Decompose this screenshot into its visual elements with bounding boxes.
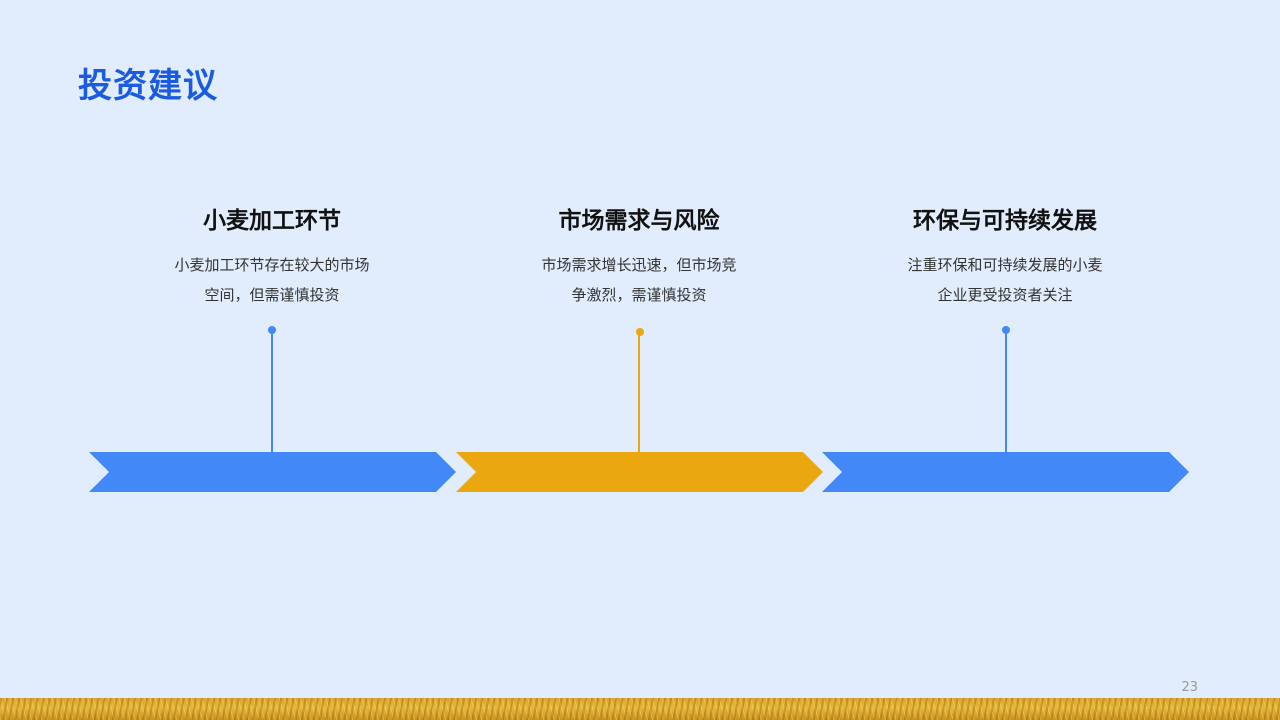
timeline-connector-2 — [638, 333, 640, 453]
timeline-dot-1 — [268, 326, 276, 334]
timeline-dot-2 — [636, 328, 644, 336]
page-title: 投资建议 — [78, 66, 218, 106]
timeline-item-2: 市场需求与风险 市场需求增长迅速，但市场竞争激烈，需谨慎投资 — [509, 204, 769, 310]
timeline-item-2-heading: 市场需求与风险 — [558, 208, 720, 234]
timeline-item-1: 小麦加工环节 小麦加工环节存在较大的市场空间，但需谨慎投资 — [142, 204, 402, 310]
page-number: 23 — [1181, 680, 1198, 695]
wheat-field-strip — [0, 698, 1280, 720]
timeline-item-1-heading: 小麦加工环节 — [203, 208, 341, 234]
timeline-connector-1 — [271, 331, 273, 453]
timeline-arrow-3 — [822, 452, 1189, 492]
timeline-item-3: 环保与可持续发展 注重环保和可持续发展的小麦企业更受投资者关注 — [875, 204, 1135, 310]
timeline-item-3-description: 注重环保和可持续发展的小麦企业更受投资者关注 — [907, 256, 1103, 304]
timeline-item-2-description: 市场需求增长迅速，但市场竞争激烈，需谨慎投资 — [541, 256, 737, 304]
timeline-connector-3 — [1005, 331, 1007, 453]
timeline-item-3-heading: 环保与可持续发展 — [913, 208, 1097, 234]
timeline-arrow-2 — [456, 452, 823, 492]
timeline-item-1-description: 小麦加工环节存在较大的市场空间，但需谨慎投资 — [174, 256, 370, 304]
timeline-arrow-1 — [89, 452, 456, 492]
timeline-dot-3 — [1002, 326, 1010, 334]
